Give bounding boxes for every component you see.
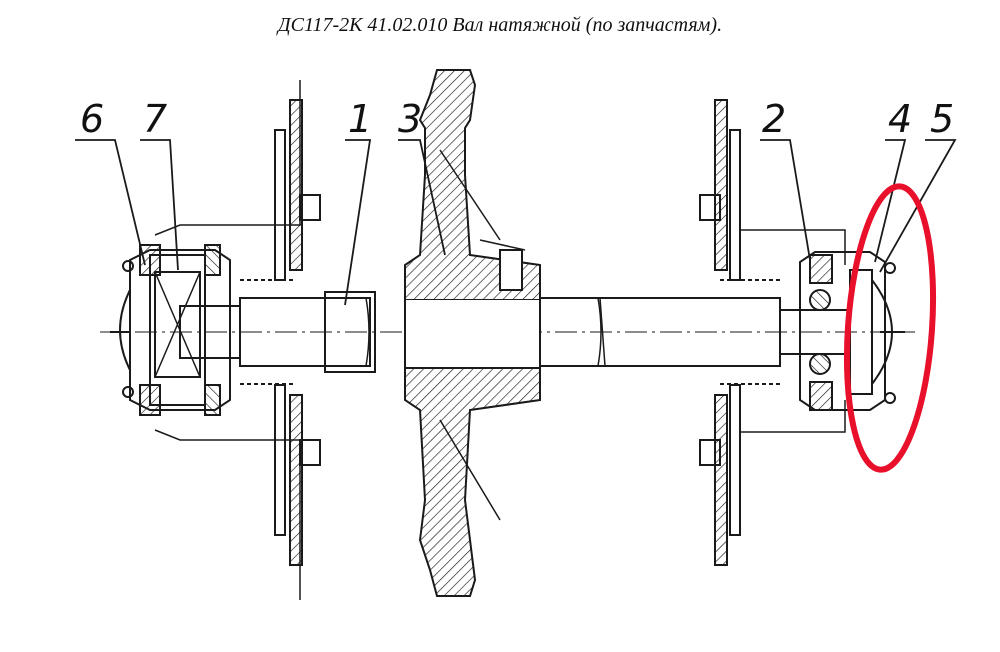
callout-7: 7 [143,97,167,141]
shaft [179,291,851,373]
sprocket [404,69,541,597]
callout-4: 4 [888,97,912,141]
drawing-title: ДС117-2К 41.02.010 Вал натяжной (по запч… [277,14,723,36]
callout-3: 3 [398,97,422,141]
callout-leaders [75,139,957,306]
left-bearing-housing [110,80,301,600]
callout-6: 6 [80,97,104,141]
callout-5: 5 [930,97,954,141]
highlight-ellipse [843,183,937,473]
callout-2: 2 [762,97,786,141]
left-side-plates [240,99,321,566]
callout-1: 1 [348,97,372,141]
